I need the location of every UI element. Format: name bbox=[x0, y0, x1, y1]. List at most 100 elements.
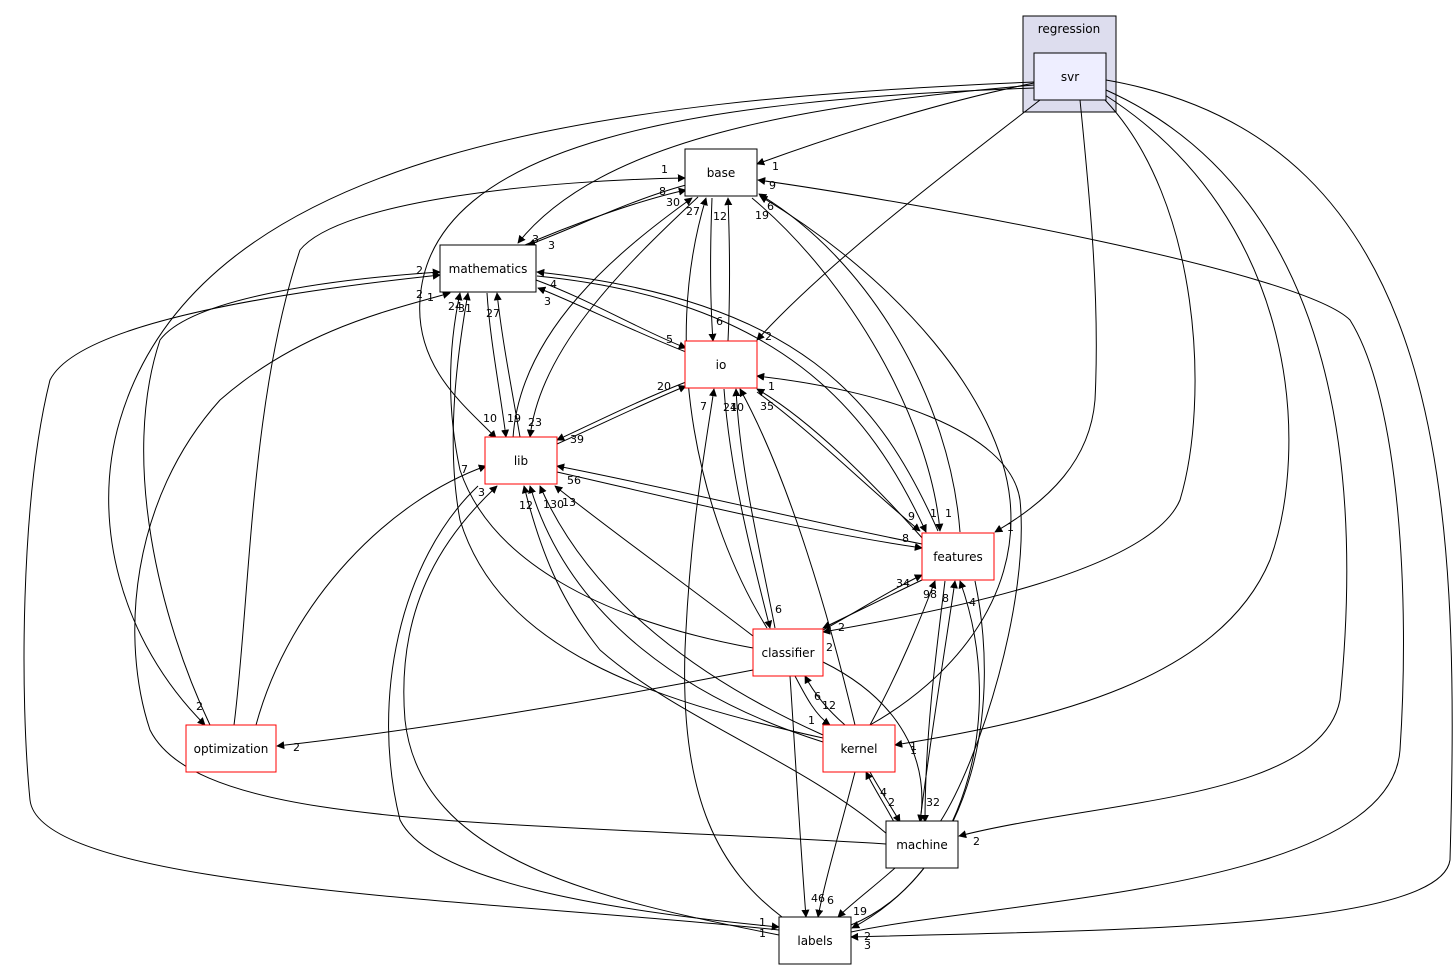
edge-labels-io bbox=[684, 388, 783, 918]
edge-label: 10 bbox=[730, 401, 744, 414]
edge-label: 1 bbox=[759, 916, 766, 929]
edge-label: 27 bbox=[686, 205, 700, 218]
node-io-box[interactable] bbox=[684, 340, 758, 389]
edge-svr-features bbox=[994, 99, 1097, 533]
edge-svr-kernel bbox=[894, 94, 1290, 748]
node-classifier-label: classifier bbox=[762, 646, 815, 660]
edge-label: 4 bbox=[969, 596, 976, 609]
node-kernel-box[interactable] bbox=[822, 724, 896, 773]
edge-kernel-lib-2 bbox=[528, 485, 824, 743]
edge-labels-lib bbox=[403, 485, 780, 936]
edge-label: 24 bbox=[723, 401, 737, 414]
node-machine-label: machine bbox=[896, 838, 948, 852]
edge-label: 1 bbox=[661, 163, 668, 176]
edge-label: 1 bbox=[910, 744, 917, 757]
edge-label: 1 bbox=[1007, 521, 1014, 534]
edge-svr-io bbox=[756, 99, 1041, 341]
edge-svr-optimization bbox=[108, 81, 1035, 726]
edge-label: 9 bbox=[908, 510, 915, 523]
node-base-label: base bbox=[707, 166, 736, 180]
edge-label: 6 bbox=[716, 315, 723, 328]
edge-lib-mathematics bbox=[493, 292, 521, 438]
node-mathematics-box[interactable] bbox=[439, 244, 537, 293]
node-optimization-box[interactable] bbox=[185, 724, 277, 773]
edge-label: 8 bbox=[659, 185, 666, 198]
edge-io-lib bbox=[556, 381, 687, 441]
edge-machine-kernel bbox=[865, 771, 895, 823]
node-io-label: io bbox=[716, 358, 727, 372]
regression-cluster-label: regression bbox=[1038, 22, 1101, 36]
node-features-box[interactable] bbox=[921, 532, 995, 581]
edge-kernel-features bbox=[869, 580, 937, 726]
edge-label: 2 bbox=[838, 621, 845, 634]
edge-classifier-base bbox=[685, 197, 768, 629]
node-labels-box[interactable] bbox=[778, 916, 852, 965]
edge-lib-io bbox=[556, 385, 687, 445]
edge-machine-mathematics bbox=[134, 291, 887, 845]
edge-classifier-machine bbox=[822, 661, 926, 823]
edge-label: 5 bbox=[666, 333, 673, 346]
edge-label: 4 bbox=[550, 278, 557, 291]
edge-kernel-classifier bbox=[804, 675, 846, 726]
edge-label: 24 bbox=[448, 300, 462, 313]
edge-optimization-base bbox=[233, 174, 686, 726]
node-base-box[interactable] bbox=[684, 148, 758, 197]
edge-label: 98 bbox=[923, 588, 937, 601]
node-svr-box[interactable] bbox=[1033, 52, 1107, 101]
edge-label: 12 bbox=[713, 210, 727, 223]
edge-features-mathematics bbox=[536, 268, 939, 532]
edge-label: 3 bbox=[478, 486, 485, 499]
edge-label: 1 bbox=[427, 291, 434, 304]
edge-label: 35 bbox=[760, 400, 774, 413]
edge-label: 3 bbox=[532, 233, 539, 246]
node-lib-box[interactable] bbox=[484, 436, 558, 485]
edge-label: 1 bbox=[772, 160, 779, 173]
edge-label: 2 bbox=[196, 700, 203, 713]
edge-svr-machine bbox=[958, 89, 1348, 839]
edge-lib-features bbox=[556, 471, 923, 551]
edge-features-machine bbox=[921, 580, 946, 823]
edge-svr-base bbox=[756, 82, 1035, 166]
edge-label: 6 bbox=[827, 894, 834, 907]
edge-label: 2 bbox=[416, 264, 423, 277]
edge-io-features bbox=[756, 391, 921, 532]
edge-label: 8 bbox=[942, 592, 949, 605]
edge-classifier-labels bbox=[789, 675, 810, 918]
edge-label: 56 bbox=[567, 474, 581, 487]
edge-label: 19 bbox=[853, 905, 867, 918]
edge-machine-lib bbox=[521, 485, 888, 835]
edge-features-classifier bbox=[822, 579, 923, 629]
edge-kernel-lib bbox=[539, 485, 824, 736]
edge-features-labels bbox=[851, 580, 985, 929]
edge-label: 32 bbox=[926, 796, 940, 809]
edge-label: 7 bbox=[700, 400, 707, 413]
edge-optimization-mathematics bbox=[143, 268, 441, 726]
edge-lib-base bbox=[512, 197, 693, 439]
edge-label: 10 bbox=[483, 412, 497, 425]
edge-label: 2 bbox=[293, 741, 300, 754]
edge-label: 6 bbox=[775, 603, 782, 616]
edge-io-base bbox=[724, 197, 733, 342]
node-optimization-label: optimization bbox=[194, 742, 269, 756]
node-classifier-box[interactable] bbox=[752, 628, 824, 677]
edge-mathematics-io bbox=[535, 279, 687, 350]
node-machine-box[interactable] bbox=[885, 820, 959, 869]
edge-base-io bbox=[708, 197, 717, 342]
edge-label: 1 bbox=[808, 714, 815, 727]
node-kernel-label: kernel bbox=[841, 742, 878, 756]
edge-svr-lib bbox=[419, 87, 1035, 439]
edge-mathematics-lib bbox=[486, 292, 510, 438]
edge-label: 2 bbox=[973, 835, 980, 848]
edge-mathematics-features bbox=[536, 275, 927, 533]
edge-base-lib bbox=[526, 196, 699, 438]
edge-label: 130 bbox=[543, 498, 564, 511]
node-features-label: features bbox=[933, 550, 983, 564]
edge-label: 2 bbox=[826, 641, 833, 654]
edge-base-mathematics bbox=[527, 184, 687, 247]
edge-label: 6 bbox=[767, 200, 774, 213]
edge-label: 12 bbox=[822, 699, 836, 712]
edge-label: 1 bbox=[910, 740, 917, 753]
edge-label: 13 bbox=[562, 496, 576, 509]
edge-kernel-mathematics bbox=[452, 292, 824, 739]
